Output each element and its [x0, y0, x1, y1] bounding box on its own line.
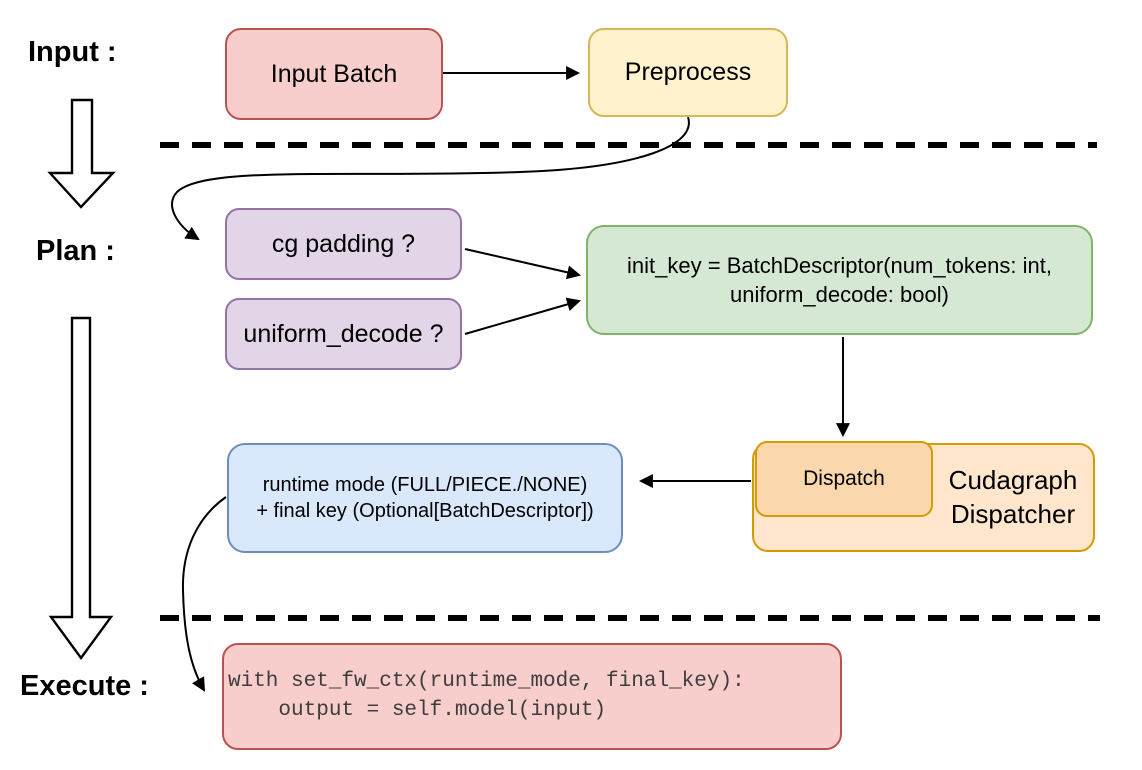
- node-preprocess: Preprocess: [588, 28, 788, 117]
- node-preprocess-label: Preprocess: [624, 58, 752, 86]
- node-input-batch: Input Batch: [225, 28, 443, 120]
- node-dispatch-label: Dispatch: [803, 467, 885, 491]
- curve-runtime-mode-to-execute-code: [181, 496, 227, 692]
- arrow-cg-padding-to-init-key: [464, 248, 582, 280]
- node-runtime-mode: runtime mode (FULL/PIECE./NONE) + final …: [227, 443, 623, 553]
- phase-label-plan: Plan :: [36, 235, 115, 267]
- node-uniform-decode: uniform_decode ?: [225, 298, 462, 370]
- node-cg-padding-label: cg padding ?: [271, 229, 416, 258]
- node-input-batch-label: Input Batch: [270, 59, 398, 88]
- cudagraph-label-line2: Dispatcher: [950, 498, 1076, 529]
- curve-preprocess-to-cg-padding: [171, 116, 690, 241]
- execute-code-line1: with set_fw_ctx(runtime_mode, final_key)…: [228, 670, 745, 694]
- node-init-key-line2: uniform_decode: bool): [730, 282, 949, 307]
- node-dispatch: Dispatch: [755, 441, 933, 517]
- node-uniform-decode-label: uniform_decode ?: [243, 319, 444, 348]
- node-init-key-line1: init_key = BatchDescriptor(num_tokens: i…: [627, 252, 1052, 278]
- phase-label-input: Input :: [28, 36, 117, 68]
- node-runtime-mode-line2: + final key (Optional[BatchDescriptor]): [256, 500, 594, 522]
- arrow-uniform-decode-to-init-key: [464, 297, 582, 335]
- phase-label-execute: Execute :: [20, 670, 149, 702]
- cudagraph-label-line1: Cudagraph: [948, 465, 1078, 496]
- execute-code-line2: output = self.model(input): [228, 698, 607, 722]
- node-runtime-mode-line1: runtime mode (FULL/PIECE./NONE): [262, 473, 588, 496]
- node-cg-padding: cg padding ?: [225, 208, 462, 280]
- node-init-key: init_key = BatchDescriptor(num_tokens: i…: [586, 225, 1093, 335]
- block-arrow-input-to-plan: [47, 98, 116, 209]
- node-cudagraph-dispatcher-label: Cudagraph Dispatcher: [933, 443, 1093, 552]
- block-arrow-plan-to-execute: [48, 316, 114, 661]
- node-execute-code: with set_fw_ctx(runtime_mode, final_key)…: [222, 643, 842, 750]
